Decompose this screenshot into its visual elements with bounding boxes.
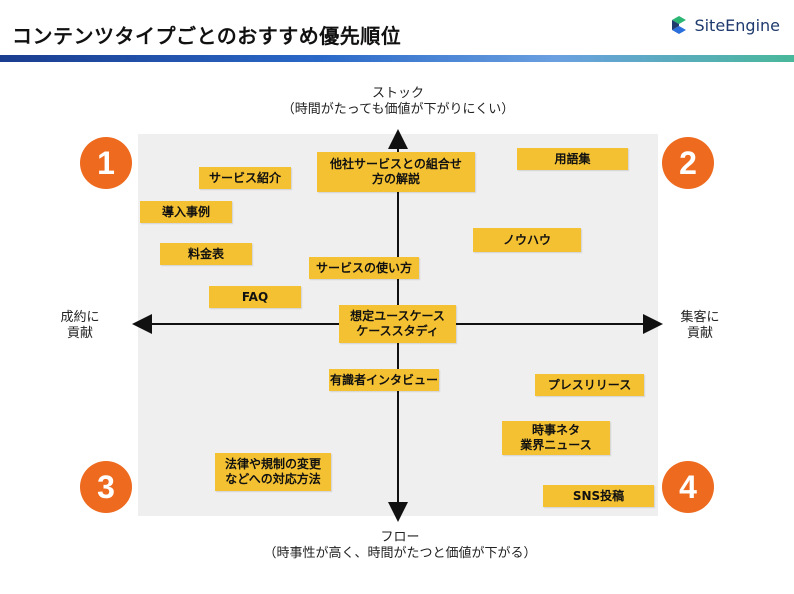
content-box-label-line2: 方の解説 — [371, 172, 420, 186]
content-box-law: 法律や規制の変更 などへの対応方法 — [215, 453, 331, 491]
axis-right-line1: 集客に — [680, 310, 720, 325]
content-box-how-to-use: サービスの使い方 — [309, 257, 419, 279]
axis-top-subtitle: （時間がたっても価値が下がりにくい） — [281, 102, 515, 117]
content-box-label: サービス紹介 — [208, 170, 281, 185]
quadrant-badge-3: 3 — [80, 461, 132, 513]
site-engine-logo: SiteEngine — [668, 14, 780, 36]
content-box-label: SNS投稿 — [572, 488, 625, 503]
content-box-label-line2: などへの対応方法 — [225, 472, 321, 486]
logo-text: SiteEngine — [694, 15, 780, 35]
content-box-label: 有識者インタビュー — [329, 372, 438, 387]
content-box-sns: SNS投稿 — [543, 485, 654, 507]
axis-right-label: 集客に 貢献 — [670, 310, 730, 342]
content-box-label: 用語集 — [554, 151, 591, 166]
content-box-label: サービスの使い方 — [315, 260, 412, 275]
content-box-press: プレスリリース — [535, 374, 644, 396]
content-box-glossary: 用語集 — [517, 148, 628, 170]
content-box-integration: 他社サービスとの組合せ 方の解説 — [317, 152, 475, 192]
content-box-service-intro: サービス紹介 — [199, 167, 291, 189]
quadrant-badge-1: 1 — [80, 137, 132, 189]
content-box-interview: 有識者インタビュー — [329, 369, 439, 391]
content-box-label-line2: 業界ニュース — [520, 438, 592, 452]
content-box-label: FAQ — [241, 289, 269, 304]
axis-top-label: ストック （時間がたっても価値が下がりにくい） — [248, 86, 548, 118]
content-box-label: 料金表 — [187, 246, 224, 261]
content-box-label-line2: ケーススタディ — [356, 324, 439, 338]
axis-bottom-subtitle: （時事性が高く、時間がたつと価値が下がる） — [263, 546, 537, 561]
content-box-faq: FAQ — [209, 286, 301, 308]
axis-bottom-title: フロー — [380, 530, 420, 545]
content-box-label-line1: 時事ネタ — [531, 423, 580, 437]
content-box-use-case: 想定ユースケース ケーススタディ — [339, 305, 456, 343]
content-box-pricing: 料金表 — [160, 243, 252, 265]
axis-right-line2: 貢献 — [686, 326, 713, 341]
content-box-news: 時事ネタ 業界ニュース — [502, 421, 610, 455]
content-box-label-line1: 想定ユースケース — [350, 309, 445, 323]
content-box-case-studies: 導入事例 — [140, 201, 232, 223]
axis-top-title: ストック — [371, 86, 424, 101]
quadrant-badge-4: 4 — [662, 461, 714, 513]
content-box-label: プレスリリース — [547, 377, 632, 392]
axis-left-line2: 貢献 — [66, 326, 93, 341]
content-box-label: ノウハウ — [502, 232, 551, 247]
page-title: コンテンツタイプごとのおすすめ優先順位 — [12, 24, 402, 48]
axis-bottom-label: フロー （時事性が高く、時間がたつと価値が下がる） — [200, 530, 600, 562]
content-box-label-line1: 他社サービスとの組合せ — [330, 157, 462, 171]
quadrant-badge-2: 2 — [662, 137, 714, 189]
logo-icon — [672, 16, 687, 34]
content-box-knowhow: ノウハウ — [473, 228, 581, 252]
header-divider — [0, 55, 794, 62]
content-box-label-line1: 法律や規制の変更 — [224, 457, 321, 471]
content-box-label: 導入事例 — [161, 204, 210, 219]
axis-left-label: 成約に 貢献 — [50, 310, 110, 342]
axis-left-line1: 成約に — [60, 310, 100, 325]
